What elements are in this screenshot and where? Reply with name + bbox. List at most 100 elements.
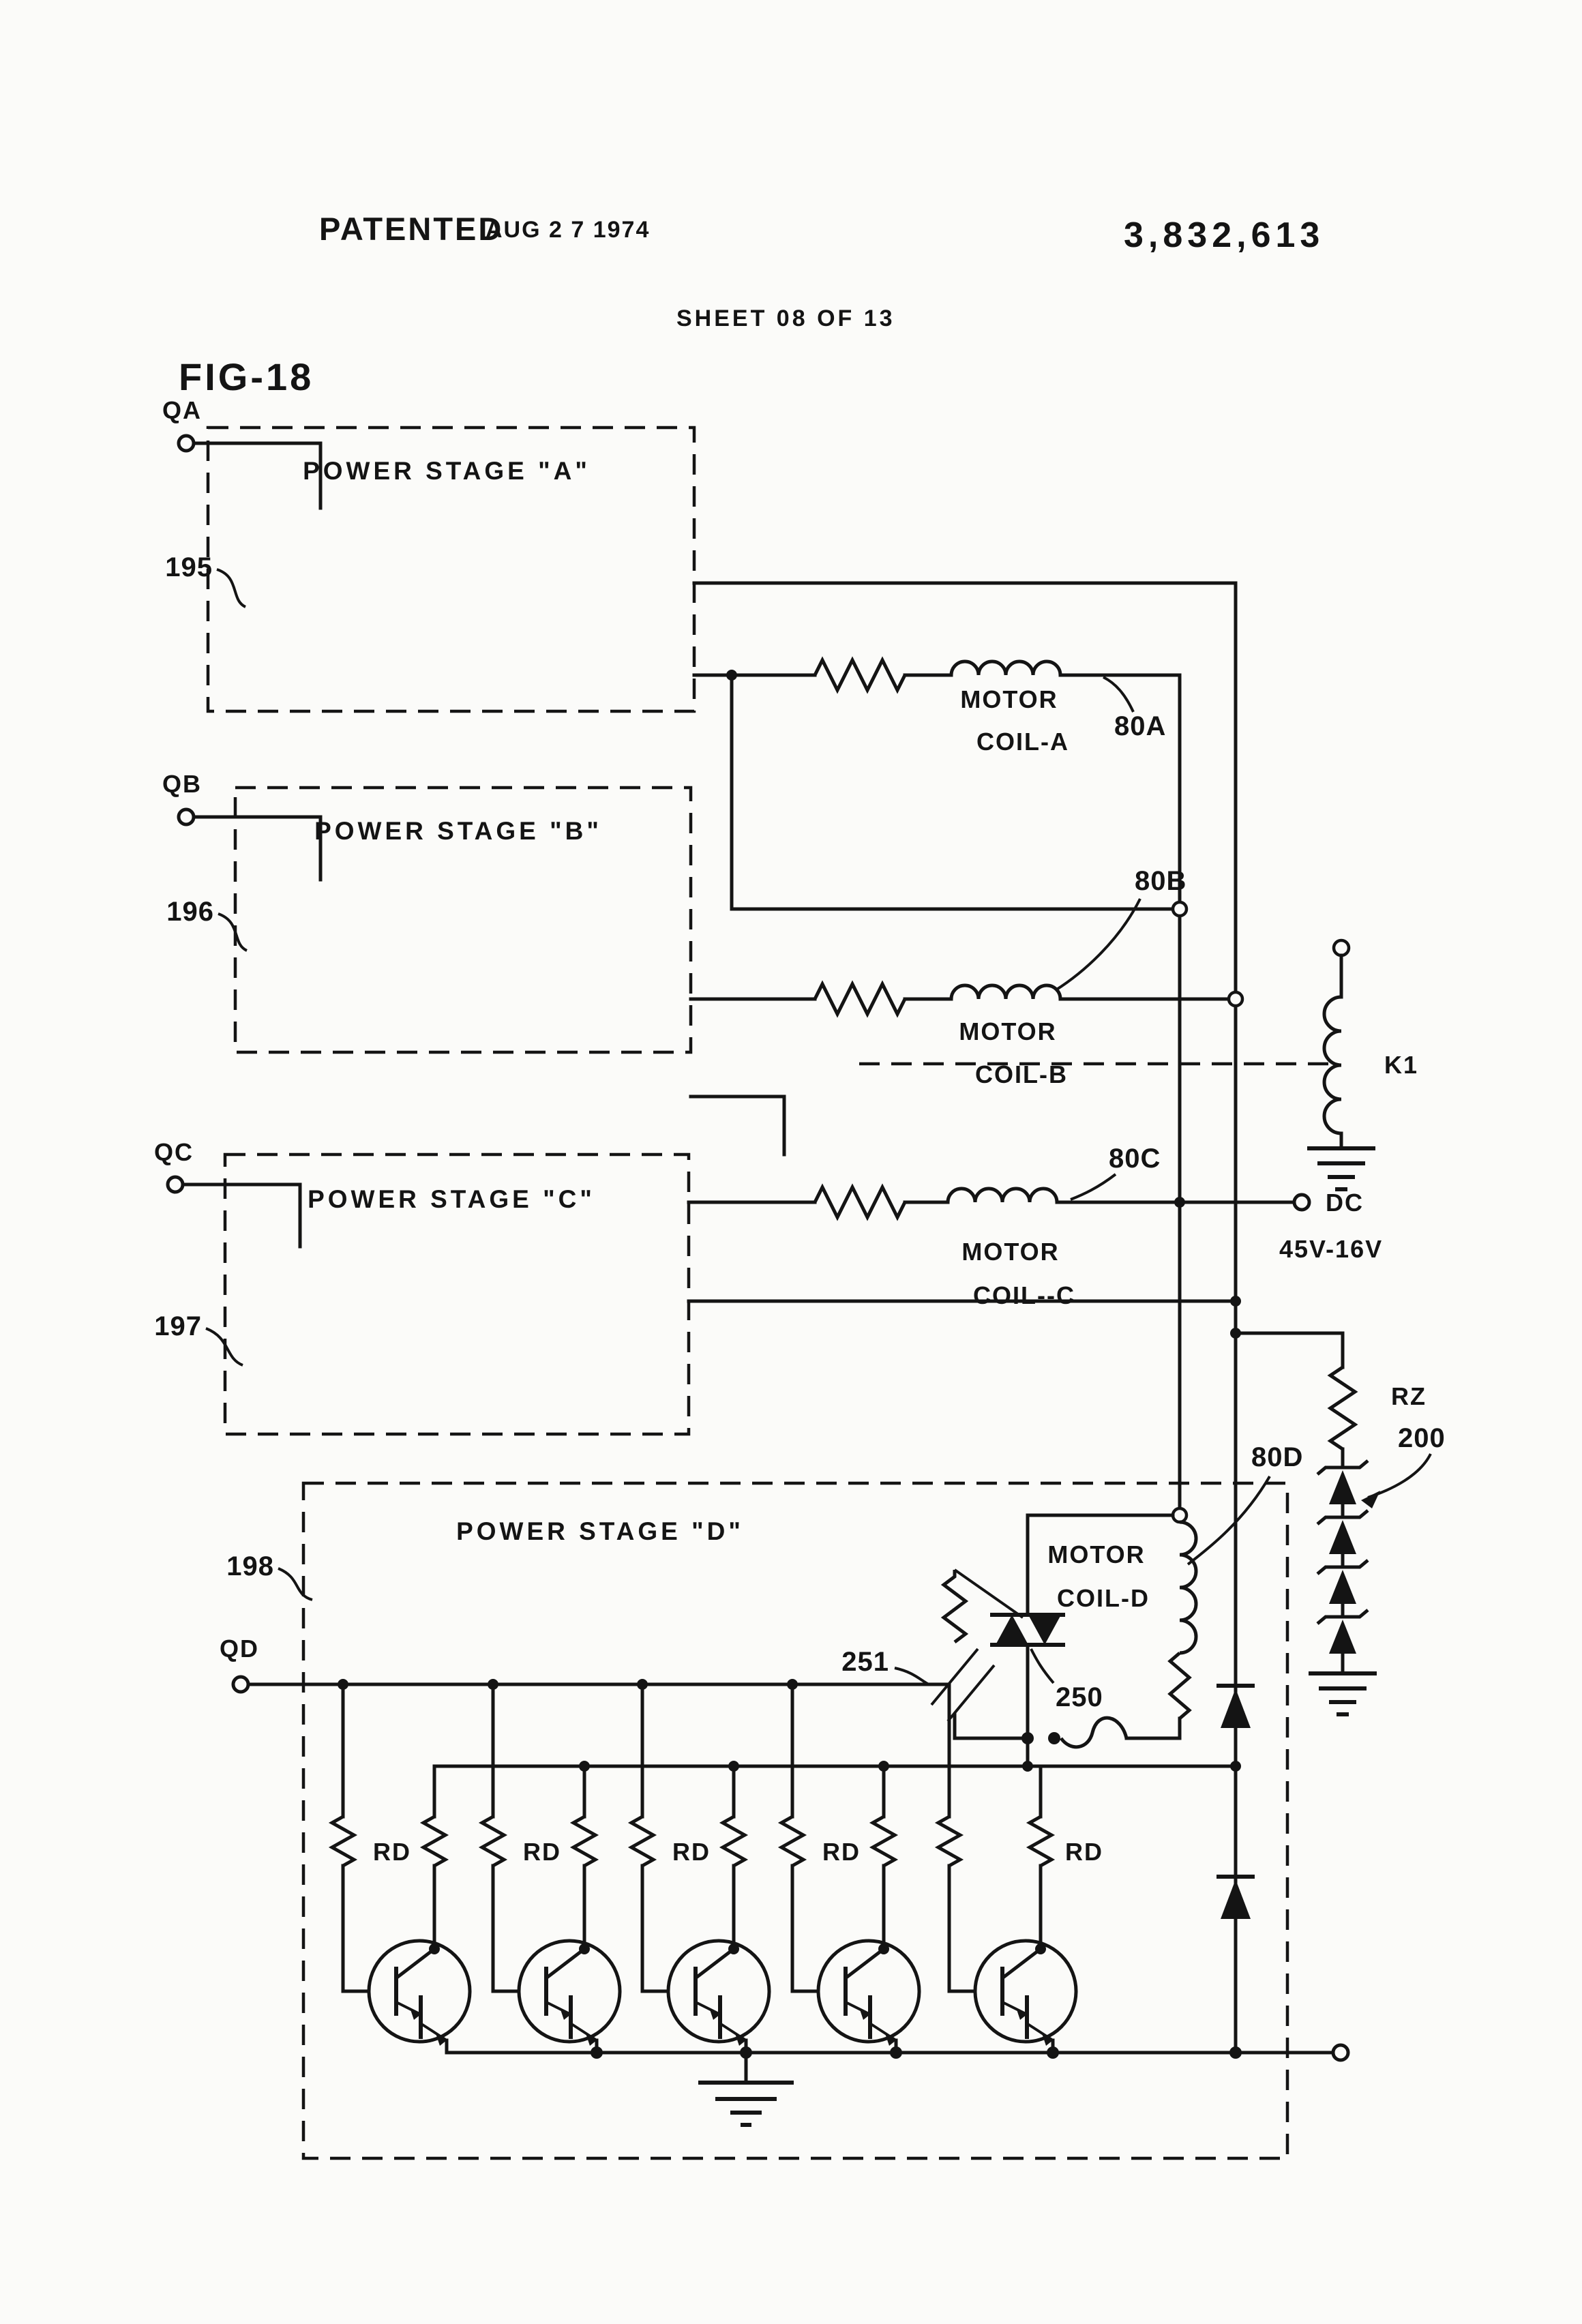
- coil-c-label-2: COIL--C: [973, 1281, 1075, 1309]
- zener-diode-icon: [1316, 1609, 1369, 1674]
- stage-a-return-wire: [730, 673, 1175, 911]
- coil-c-label-1: MOTOR: [961, 1238, 1059, 1266]
- ref-195: 195: [165, 552, 213, 582]
- stage-b-lower-wire: [689, 1094, 786, 1157]
- rz-resistor-icon: [1327, 1365, 1358, 1451]
- ref-196: 196: [166, 897, 214, 927]
- base-wire: [491, 1864, 521, 1993]
- rz-branch-wire: [1234, 1331, 1345, 1369]
- transistor-5: [973, 1939, 1078, 2044]
- power-stage-d-title: POWER STAGE "D": [456, 1517, 744, 1545]
- dc-label: DC: [1326, 1189, 1364, 1217]
- junction-dot: [1229, 2046, 1242, 2059]
- coil-a-label-1: MOTOR: [960, 685, 1058, 713]
- resistor-icon: [869, 1815, 899, 1868]
- terminal-qb-label: QB: [162, 770, 202, 798]
- qc-wire: [181, 1182, 302, 1249]
- ref-250-leader: [1030, 1648, 1055, 1684]
- ref-195-leader: [216, 568, 247, 608]
- rd-label: RD: [1065, 1838, 1103, 1866]
- transistor-1: [367, 1939, 472, 2044]
- k1-label: K1: [1384, 1051, 1418, 1079]
- ref-80c-leader: [1070, 1173, 1117, 1201]
- patent-header: PATENTED AUG 2 7 1974 3,832,613 SHEET 08…: [319, 211, 1324, 331]
- ref-80c: 80C: [1109, 1144, 1161, 1174]
- rz-zener-branch: RZ 200: [1230, 1328, 1446, 1716]
- transistor-4: [816, 1939, 921, 2044]
- terminal-qd-circle: [231, 1675, 250, 1694]
- power-stage-boxes: POWER STAGE "A" POWER STAGE "B" POWER ST…: [206, 426, 1289, 2160]
- open-junction: [1171, 900, 1189, 918]
- ref-200-leader: [1367, 1453, 1432, 1499]
- motor-coil-b: MOTOR COIL-B 80B: [689, 866, 1244, 1088]
- resistor-icon: [569, 1815, 599, 1868]
- rd-label: RD: [523, 1838, 561, 1866]
- dc-terminal-circle: [1292, 1193, 1311, 1212]
- diode-icon: [1217, 1684, 1255, 1728]
- inductor-icon: [946, 1187, 1059, 1203]
- ref-251-leader: [894, 1667, 929, 1686]
- ref-80d: 80D: [1251, 1442, 1303, 1472]
- ref-198-leader: [278, 1567, 313, 1601]
- ref-80b-leader: [1054, 898, 1141, 992]
- coil-a-label-2: COIL-A: [976, 728, 1069, 756]
- sheet-label: SHEET 08 OF 13: [676, 306, 895, 331]
- collector-bus: [432, 1761, 1241, 1772]
- zener-diode-icon: [1316, 1559, 1369, 1619]
- base-wire: [640, 1864, 670, 1993]
- ground-icon: [698, 2081, 794, 2127]
- ref-200: 200: [1398, 1423, 1446, 1453]
- coil-b-label-1: MOTOR: [959, 1017, 1056, 1045]
- switch-251-icon: [930, 1648, 996, 1723]
- arrowhead: [1361, 1491, 1380, 1508]
- resistor-icon: [934, 1815, 964, 1868]
- ref-80d-leader: [1186, 1475, 1271, 1566]
- resistor-icon: [1167, 1652, 1192, 1720]
- power-stage-c-box: [223, 1152, 691, 1436]
- terminal-qa-label: QA: [162, 396, 202, 424]
- patent-date: AUG 2 7 1974: [486, 217, 650, 243]
- outer-bus: [692, 581, 1238, 2055]
- resistor-icon: [719, 1815, 749, 1868]
- open-junction: [1171, 1506, 1189, 1524]
- power-stage-a-title: POWER STAGE "A": [303, 457, 591, 485]
- rz-label: RZ: [1391, 1382, 1427, 1410]
- patent-number: 3,832,613: [1124, 215, 1324, 255]
- inductor-icon: [949, 659, 1062, 676]
- snubber-resistor-icon: [940, 1570, 969, 1643]
- driver-cell-4: RD: [777, 1682, 921, 2055]
- power-stage-d-box: [301, 1481, 1289, 2160]
- terminal-qc-label: QC: [154, 1138, 194, 1166]
- snubber-top-link: [953, 1568, 1024, 1619]
- resistor-icon: [627, 1815, 657, 1868]
- terminal-qd-label: QD: [220, 1635, 259, 1663]
- inductor-icon: [1179, 1520, 1198, 1655]
- bus-wiring: [687, 581, 1241, 2055]
- output-terminal-circle: [1331, 2043, 1350, 2062]
- zener-stack: [1316, 1459, 1369, 1674]
- ref-196-leader: [218, 912, 248, 952]
- resistor-icon: [419, 1815, 449, 1868]
- resistor-icon: [777, 1815, 807, 1868]
- flexible-lead-icon: [1059, 1716, 1129, 1749]
- ref-197-leader: [205, 1327, 243, 1367]
- k1-top-junction: [1332, 938, 1351, 957]
- junction-dot: [1047, 2046, 1059, 2059]
- coil-d-label-2: COIL-D: [1057, 1584, 1150, 1612]
- motor-coil-c: DC 45V-16V MOTOR COIL--C 80C: [687, 1144, 1382, 1309]
- qa-wire: [192, 441, 323, 510]
- junction-dot: [591, 2046, 603, 2059]
- zener-diode-icon: [1316, 1459, 1369, 1519]
- qb-wire: [192, 815, 323, 882]
- junction-dot: [1230, 1761, 1241, 1772]
- motor-coil-a: MOTOR COIL-A 80A: [692, 656, 1182, 756]
- motor-coil-d-circuit: MOTOR COIL-D 80D 251 250: [841, 1442, 1303, 1768]
- rd-label: RD: [822, 1838, 861, 1866]
- ref-197: 197: [154, 1311, 202, 1341]
- junction-dot: [1022, 1761, 1033, 1772]
- resistor-icon: [328, 1815, 358, 1868]
- open-junction: [1227, 990, 1244, 1008]
- junction-dot: [890, 2046, 902, 2059]
